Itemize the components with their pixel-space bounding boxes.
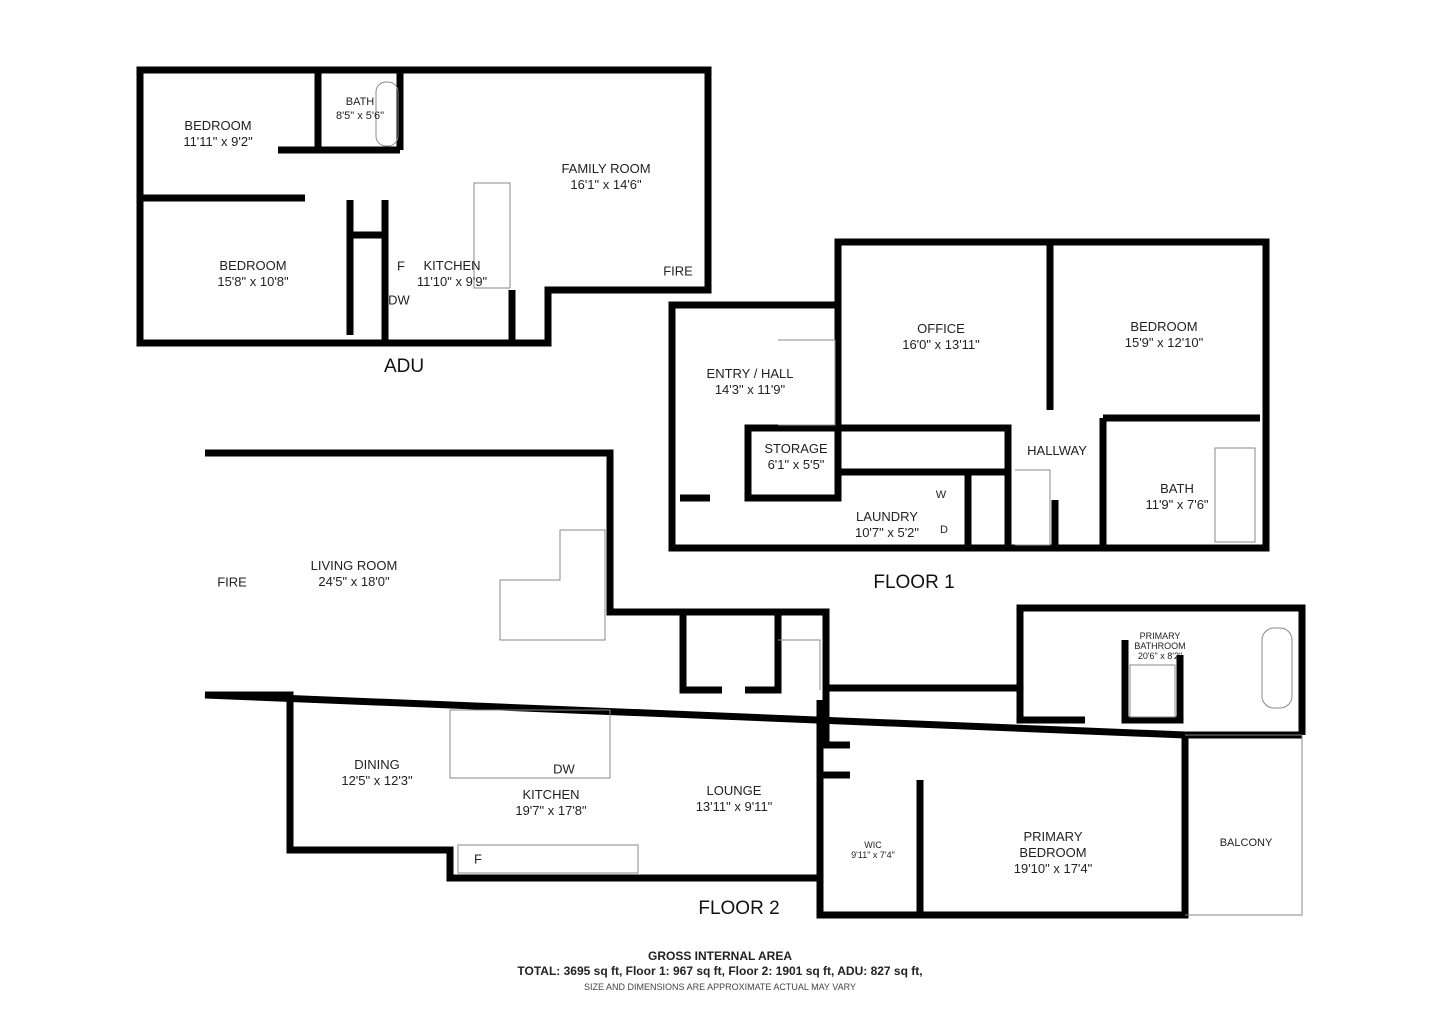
room-dims: 24'5" x 18'0" [318,574,390,589]
room-dims: 14'3" x 11'9" [714,382,786,397]
kitchen-counter [473,182,511,289]
room-dims: 15'9" x 12'10" [1124,335,1204,350]
room-name: BATH [345,96,375,108]
stairs [778,639,821,690]
room-dims: 13'11" x 9'11" [695,799,773,814]
room-hallway: HALLWAY [1027,443,1087,459]
room-name: BEDROOM [1130,319,1198,334]
bathtub [375,81,399,147]
stairs [1015,469,1051,546]
room-dims: 19'10" x 17'4" [1013,861,1093,876]
kitchen-counter [457,844,639,874]
room-name: WIC [864,840,882,850]
room-name: BEDROOM [184,118,252,133]
room-name: HALLWAY [1027,443,1087,458]
fireplace-label: FIRE [217,574,247,590]
room-name: BATH [1160,481,1194,496]
room-dims: 12'5" x 12'3" [341,773,413,788]
room-name: OFFICE [917,321,965,336]
area-heading: GROSS INTERNAL AREA [647,949,793,963]
fridge-label: F [397,258,405,274]
fireplace-label: FIRE [663,263,693,279]
shower [1214,447,1256,543]
room-dims: 16'1" x 14'6" [570,177,642,192]
disclaimer: SIZE AND DIMENSIONS ARE APPROXIMATE ACTU… [584,982,856,992]
room-name: KITCHEN [522,787,580,802]
room-name: BEDROOM [219,258,287,273]
room-name: FAMILY ROOM [561,161,651,176]
adu-title: ADU [383,356,425,377]
room-dims: 11'11" x 9'2" [183,134,253,149]
kitchen-island [449,709,611,779]
room-balcony: BALCONY [1220,835,1273,851]
room-name: LOUNGE [706,783,762,798]
stairs [778,339,836,426]
room-name: ENTRY / HALL [706,366,794,381]
room-name: PRIMARY BATHROOM [1134,631,1186,651]
room-name: STORAGE [764,441,828,456]
washer-label: W [935,489,947,501]
fridge-label: F [474,851,482,867]
floor1-title: FLOOR 1 [873,572,955,593]
shower [1129,664,1176,718]
room-dims: 8'5" x 5'6" [335,110,385,122]
adu-outline [136,66,712,347]
room-adu-bath: BATH 8'5" x 5'6" [336,95,384,123]
room-dims: 19'7" x 17'8" [515,803,587,818]
balcony-outline [1185,734,1303,916]
dishwasher-label: DW [553,761,575,777]
floor1-walls [680,242,1260,548]
adu-walls [140,72,516,343]
room-name: LIVING ROOM [310,558,398,573]
room-dims: 10'7" x 5'2" [854,525,920,540]
stairs [499,529,606,641]
floor2-walls [679,612,1302,915]
room-dims: 9'11" x 7'4" [851,850,895,860]
room-name: BALCONY [1219,837,1273,849]
room-dims: 11'9" x 7'6" [1145,497,1209,512]
room-dims: 16'0" x 13'11" [902,337,980,352]
dishwasher-label: DW [388,292,410,308]
room-dims: 15'8" x 10'8" [217,274,289,289]
floor2-title: FLOOR 2 [698,898,780,919]
room-dims: 20'6" x 8'2" [1137,651,1183,661]
floor2-outline [204,449,1306,919]
bathtub [1261,627,1293,709]
room-name: PRIMARY BEDROOM [1019,829,1087,860]
room-name: KITCHEN [423,258,481,273]
dryer-label: D [940,524,948,536]
room-name: LAUNDRY [856,509,918,524]
room-dims: 11'10" x 9'9" [416,274,488,289]
area-totals: TOTAL: 3695 sq ft, Floor 1: 967 sq ft, F… [517,964,923,978]
room-name: DINING [354,757,400,772]
room-dims: 6'1" x 5'5" [767,457,825,472]
